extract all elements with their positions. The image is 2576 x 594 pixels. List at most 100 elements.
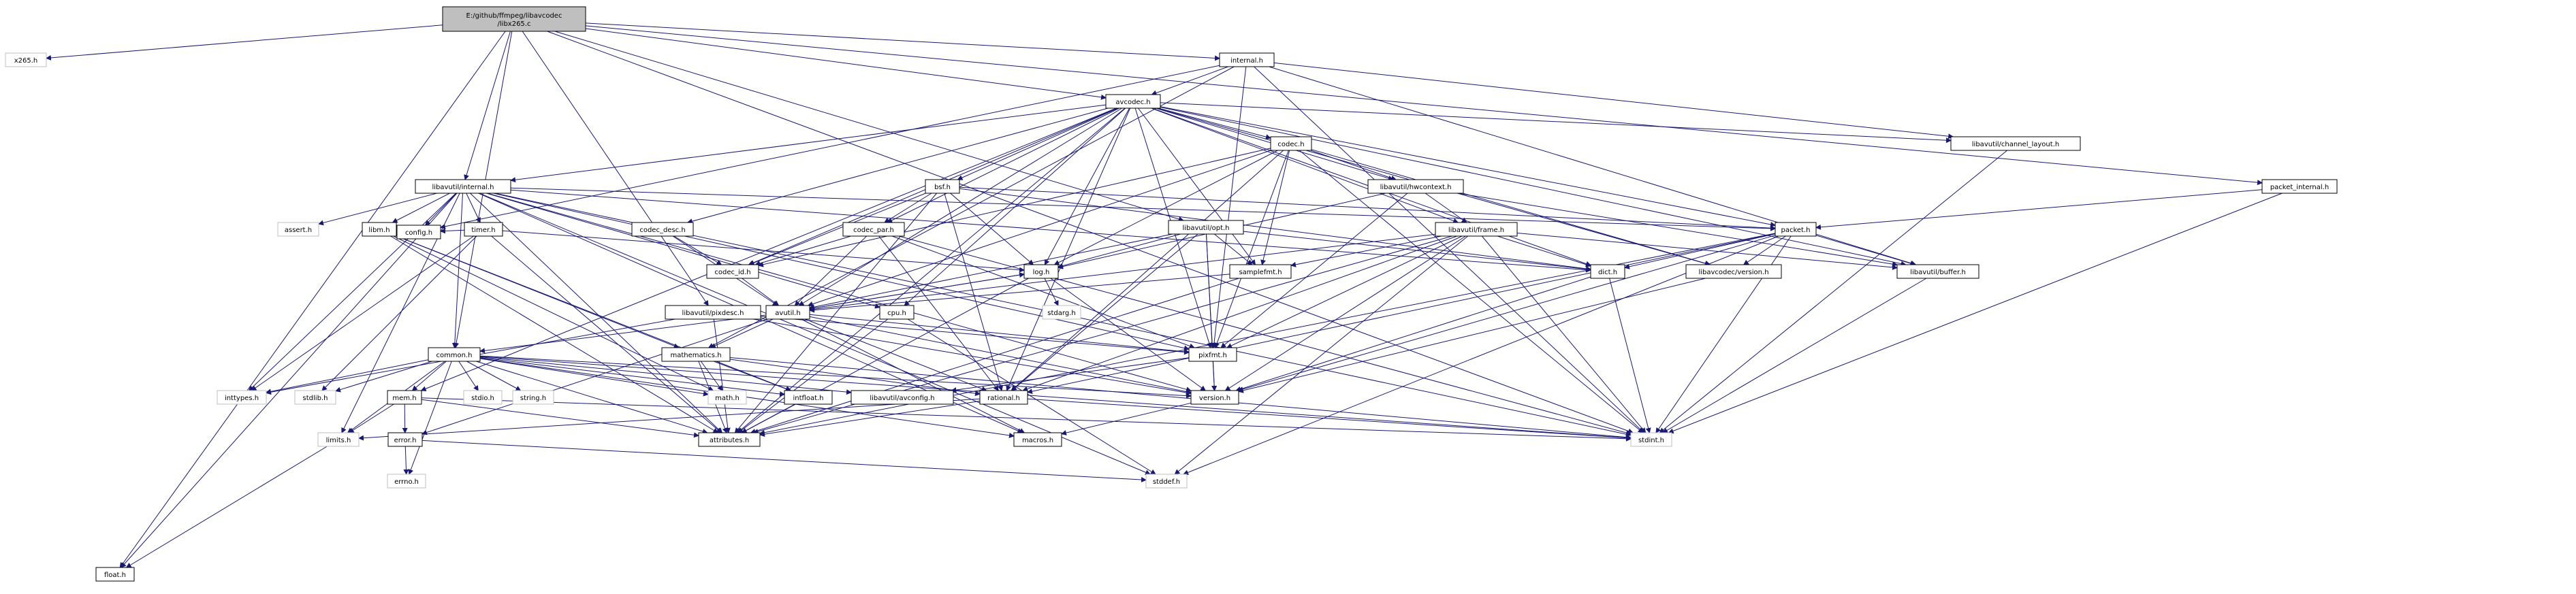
node-box <box>5 52 47 67</box>
node-rational[interactable]: rational.h <box>979 390 1028 405</box>
edge-packet-to-version <box>1237 235 1776 392</box>
edge-libm-to-math <box>393 235 714 391</box>
node-packet_internal[interactable]: packet_internal.h <box>2261 179 2338 194</box>
node-float[interactable]: float.h <box>95 567 135 582</box>
edge-bsf-to-log <box>950 193 1034 265</box>
node-label: libavcodec/version.h <box>1698 269 1768 276</box>
edge-libavutil_opt-to-samplefmt <box>1213 233 1253 265</box>
node-avcodec[interactable]: avcodec.h <box>1105 94 1161 109</box>
node-label: samplefmt.h <box>1239 269 1282 276</box>
node-label: limits.h <box>326 437 351 444</box>
node-box <box>1367 179 1464 194</box>
node-cpu[interactable]: cpu.h <box>879 305 915 320</box>
node-codec[interactable]: codec.h <box>1270 136 1312 151</box>
edge-dict-to-version <box>1235 276 1591 392</box>
edge-codec-to-codec_id <box>758 148 1271 267</box>
node-box <box>396 225 441 240</box>
node-label: libavutil/avconfig.h <box>870 395 934 402</box>
edge-libavutil_channel_layout-to-stdint <box>1659 150 2008 433</box>
node-libavutil_hwcontext[interactable]: libavutil/hwcontext.h <box>1367 179 1464 194</box>
node-box <box>1105 94 1161 109</box>
node-packet[interactable]: packet.h <box>1775 222 1817 237</box>
node-common[interactable]: common.h <box>428 347 481 362</box>
edge-common-to-string <box>466 361 522 391</box>
node-version[interactable]: version.h <box>1190 390 1239 405</box>
node-limits: limits.h <box>317 432 360 447</box>
node-box <box>665 305 761 320</box>
edge-root-to-libavutil_opt <box>554 31 1184 222</box>
node-libavutil_channel_layout[interactable]: libavutil/channel_layout.h <box>1950 136 2081 151</box>
node-libavutil_avconfig[interactable]: libavutil/avconfig.h <box>850 390 954 405</box>
node-timer[interactable]: timer.h <box>464 222 503 237</box>
node-libavcodec_version[interactable]: libavcodec/version.h <box>1685 264 1782 279</box>
edge-codec_par-to-stdint <box>898 235 1632 435</box>
node-codec_desc[interactable]: codec_desc.h <box>631 222 694 237</box>
node-mem[interactable]: mem.h <box>387 390 422 405</box>
edge-packet_internal-to-packet <box>1815 189 2263 230</box>
node-x265: x265.h <box>5 52 47 67</box>
node-codec_par[interactable]: codec_par.h <box>842 222 905 237</box>
node-label: codec_id.h <box>714 269 750 276</box>
node-libavutil_frame[interactable]: libavutil/frame.h <box>1435 222 1518 237</box>
node-box <box>2261 179 2338 194</box>
edge-root-to-packet_internal <box>585 25 2263 186</box>
node-label: pixfmt.h <box>1198 352 1227 359</box>
edge-libavutil_frame-to-dict <box>1497 235 1591 267</box>
node-samplefmt[interactable]: samplefmt.h <box>1229 264 1292 279</box>
edge-common-to-stdint <box>479 356 1632 441</box>
node-config[interactable]: config.h <box>396 225 441 240</box>
edge-libavutil_hwcontext-to-libavutil_buffer <box>1457 193 1898 267</box>
node-label: dict.h <box>1598 269 1617 276</box>
edge-avutil-to-rational <box>805 318 987 392</box>
node-macros[interactable]: macros.h <box>1013 432 1062 447</box>
node-libavutil_internal[interactable]: libavutil/internal.h <box>415 179 511 194</box>
node-label: libavutil/buffer.h <box>1910 269 1966 276</box>
edge-mem-to-limits <box>348 403 394 433</box>
edge-timer-to-inttypes <box>251 235 474 391</box>
node-label: libm.h <box>368 227 389 234</box>
node-libavutil_opt[interactable]: libavutil/opt.h <box>1168 220 1244 235</box>
edge-libavutil_buffer-to-stdint <box>1662 278 1927 433</box>
node-stdint: stdint.h <box>1630 432 1672 447</box>
node-libavutil_pixdesc[interactable]: libavutil/pixdesc.h <box>665 305 761 320</box>
node-box <box>784 390 833 405</box>
node-pixfmt[interactable]: pixfmt.h <box>1188 347 1237 362</box>
node-libavutil_buffer[interactable]: libavutil/buffer.h <box>1896 264 1979 279</box>
edge-codec-to-rational <box>1011 150 1284 391</box>
node-libm[interactable]: libm.h <box>362 222 397 237</box>
edge-libavutil_internal-to-pixfmt <box>493 193 1190 351</box>
node-label: E:/github/ffmpeg/libavcodec <box>466 12 562 20</box>
node-attributes[interactable]: attributes.h <box>698 432 761 447</box>
edge-root-to-x265 <box>46 24 443 61</box>
edge-libavutil_internal-to-cpu <box>486 193 880 309</box>
node-avutil[interactable]: avutil.h <box>765 305 810 320</box>
node-box <box>631 222 694 237</box>
node-box <box>1145 474 1188 489</box>
edge-libavutil_frame-to-stdint <box>1481 235 1647 433</box>
node-root[interactable]: E:/github/ffmpeg/libavcodec/libx265.c <box>442 6 586 32</box>
edge-common-to-libavutil_avconfig <box>479 357 852 395</box>
edge-codec-to-log <box>1053 150 1278 265</box>
edge-pixfmt-to-version <box>1211 361 1218 391</box>
edge-root-to-stdint <box>547 31 1634 434</box>
node-label: libavutil/channel_layout.h <box>1972 141 2059 148</box>
edge-avcodec-to-samplefmt <box>1138 108 1256 265</box>
node-bsf[interactable]: bsf.h <box>925 179 960 194</box>
node-dict[interactable]: dict.h <box>1590 264 1625 279</box>
node-box <box>415 179 511 194</box>
node-codec_id[interactable]: codec_id.h <box>706 264 759 279</box>
node-intfloat[interactable]: intfloat.h <box>784 390 833 405</box>
node-internal[interactable]: internal.h <box>1219 52 1275 67</box>
edge-mem-to-error <box>402 403 408 433</box>
edge-common-to-version <box>479 355 1192 399</box>
edge-dict-to-stdint <box>1609 278 1651 433</box>
node-log[interactable]: log.h <box>1023 264 1059 279</box>
node-label: macros.h <box>1022 437 1053 444</box>
node-box <box>1896 264 1979 279</box>
node-mathematics[interactable]: mathematics.h <box>661 347 731 362</box>
node-box <box>442 6 586 32</box>
edge-libavutil_opt-to-rational <box>1011 233 1198 391</box>
node-error[interactable]: error.h <box>387 432 423 447</box>
edge-log-to-version <box>1050 278 1207 391</box>
edge-version-to-macros <box>1061 402 1192 435</box>
